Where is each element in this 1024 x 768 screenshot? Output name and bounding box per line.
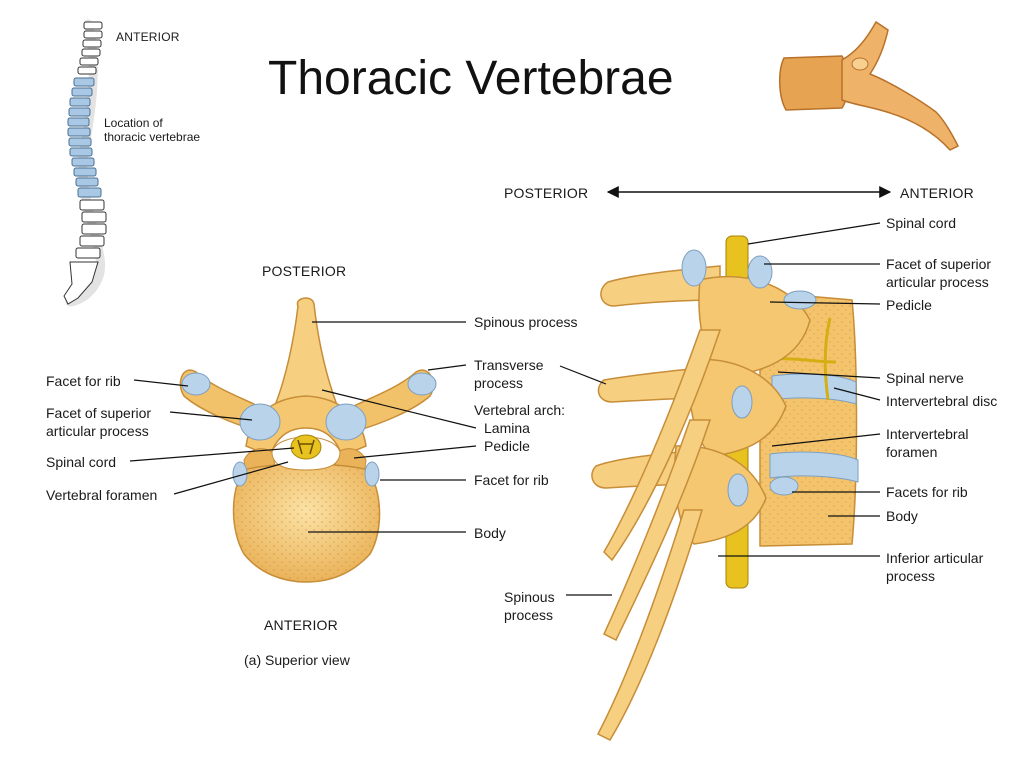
sacrum-coccyx	[63, 261, 99, 305]
left-superior-facet	[239, 403, 281, 441]
spinal-cord-section	[290, 434, 322, 460]
rib-facet-lower	[769, 476, 799, 496]
articular-facet-mid	[731, 385, 753, 419]
spinous-process	[272, 297, 340, 409]
spine-inset-orientation: ANTERIOR	[116, 30, 180, 44]
label-facet-superior-line1: Facet of superior	[46, 405, 152, 421]
label-spinous-process: Spinous process	[474, 314, 578, 330]
right-superior-facet	[325, 403, 367, 441]
page-title: Thoracic Vertebrae	[268, 52, 674, 105]
label-facet-superior-line2: articular process	[46, 423, 149, 439]
label-spinal-cord-lateral: Spinal cord	[886, 215, 957, 231]
right-rib-facet	[407, 372, 437, 396]
label-lateral-spinous-line2: process	[504, 607, 554, 623]
superior-view-vertebra	[179, 297, 437, 583]
label-vertebral-foramen: Vertebral foramen	[46, 487, 158, 503]
label-facet-for-rib-left: Facet for rib	[46, 373, 121, 389]
superior-view-anterior: ANTERIOR	[264, 617, 338, 633]
label-facets-for-rib: Facets for rib	[886, 484, 968, 500]
thumbnail-arch	[841, 20, 960, 151]
label-facet-for-rib-right: Facet for rib	[474, 472, 549, 488]
left-rib-facet	[181, 372, 211, 396]
label-transverse-line2: process	[474, 375, 524, 391]
disc-lower	[769, 451, 859, 483]
label-pedicle-lateral: Pedicle	[886, 297, 932, 313]
thoracic-segments	[67, 77, 102, 198]
spine-column-illustration	[63, 19, 107, 307]
vertebra-thumbnail	[779, 20, 960, 151]
label-intervertebral-disc: Intervertebral disc	[886, 393, 998, 409]
lateral-view-vertebrae	[591, 235, 859, 741]
lumbar-segments	[75, 199, 107, 259]
label-transverse-line1: Transverse	[474, 357, 544, 373]
label-iv-foramen-line2: foramen	[886, 444, 938, 460]
superior-facet-right	[747, 255, 773, 289]
lower-spinous	[596, 509, 704, 741]
lateral-view-anterior: ANTERIOR	[900, 185, 974, 201]
label-lamina: Lamina	[484, 420, 530, 436]
right-body-rib-facet	[364, 461, 380, 487]
superior-facet-top	[681, 249, 707, 287]
label-lateral-spinous-line1: Spinous	[504, 589, 555, 605]
label-spinal-nerve: Spinal nerve	[886, 370, 964, 386]
label-body-lateral: Body	[886, 508, 918, 524]
label-inferior-line1: Inferior articular	[886, 550, 984, 566]
label-inferior-line2: process	[886, 568, 936, 584]
label-pedicle-superior: Pedicle	[484, 438, 530, 454]
label-body-superior: Body	[474, 525, 506, 541]
label-iv-foramen-line1: Intervertebral	[886, 426, 969, 442]
superior-view-posterior: POSTERIOR	[262, 263, 347, 279]
superior-view-caption: (a) Superior view	[244, 652, 350, 668]
label-lateral-facet-superior-line2: articular process	[886, 274, 989, 290]
thumbnail-body	[779, 55, 849, 111]
middle-spinous	[603, 419, 712, 642]
leader-lines	[129, 222, 881, 596]
label-vertebral-arch: Vertebral arch:	[474, 402, 566, 418]
upper-spinous	[603, 329, 722, 562]
spine-inset-caption-line2: thoracic vertebrae	[104, 130, 201, 144]
label-lateral-facet-superior-line1: Facet of superior	[886, 256, 992, 272]
rib-facet-upper	[783, 290, 817, 310]
articular-facet-low	[727, 473, 749, 507]
label-spinal-cord-superior: Spinal cord	[46, 454, 117, 470]
lateral-view-posterior: POSTERIOR	[504, 185, 589, 201]
cervical-segments	[77, 21, 103, 75]
spine-inset-caption-line1: Location of	[104, 116, 163, 130]
